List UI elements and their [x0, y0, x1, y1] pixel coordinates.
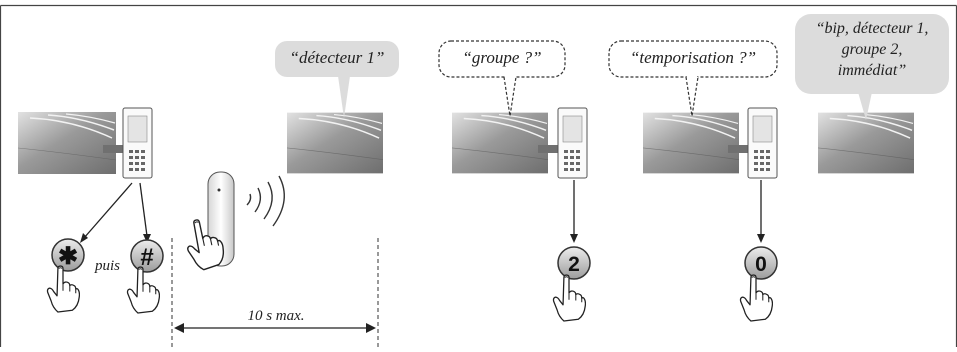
speech-confirmation-line3: immédiat” [837, 62, 907, 79]
timeout-arrowhead-right [366, 323, 376, 333]
speech-confirmation-line1: “bip, détecteur 1, [815, 20, 929, 37]
then-label: puis [94, 258, 120, 274]
hand-icon [552, 274, 586, 322]
speech-bubble-group [438, 40, 566, 117]
keypad-connector-1 [103, 145, 123, 153]
keypad-2 [557, 107, 588, 179]
arrow-to-hash [139, 182, 148, 237]
key-0-button: 0 [744, 246, 778, 280]
control-panel-2 [287, 112, 383, 174]
arrowhead-key-2 [570, 234, 578, 243]
control-panel-4 [643, 112, 739, 174]
key-hash-label: # [140, 244, 153, 271]
hand-icon [739, 274, 773, 322]
timeout-label: 10 s max. [247, 308, 304, 324]
hand-icon [126, 266, 160, 314]
control-panel-1 [18, 112, 116, 174]
arrowhead-key-0 [757, 234, 765, 243]
speech-detector-text: “détecteur 1” [289, 48, 385, 67]
speech-confirmation-line2: groupe 2, [841, 41, 903, 58]
arrow-to-star [83, 182, 133, 239]
control-panel-5 [818, 112, 914, 174]
hand-icon [46, 265, 80, 313]
keypad-1 [122, 107, 153, 179]
speech-bubble-confirmation [795, 14, 949, 120]
key-hash-button: # [130, 239, 164, 273]
keypad-connector-2 [538, 145, 558, 153]
speech-bubble-delay [608, 40, 778, 117]
key-2-label: 2 [568, 253, 580, 276]
signal-waves-icon [246, 175, 285, 227]
key-star-button: ✱ [51, 238, 85, 272]
speech-bubble-detector [275, 41, 399, 118]
speech-group-question-text: “groupe ?” [462, 48, 542, 67]
keypad-connector-3 [728, 145, 748, 153]
arrowhead-hash [143, 234, 151, 243]
timeout-arrowhead-left [174, 323, 184, 333]
control-panel-3 [452, 112, 548, 174]
key-0-label: 0 [755, 253, 767, 276]
arrowhead-star [80, 233, 88, 243]
keypad-3 [747, 107, 778, 179]
key-star-label: ✱ [58, 243, 78, 270]
key-2-button: 2 [557, 246, 591, 280]
speech-delay-question-text: “temporisation ?” [629, 48, 757, 67]
